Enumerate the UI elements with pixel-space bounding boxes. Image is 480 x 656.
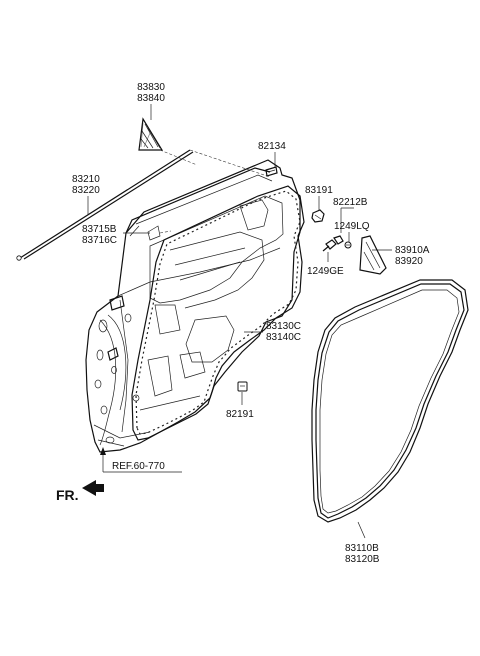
delta-garnish-part [138,117,164,151]
label-83140C[interactable]: 83140C [266,332,301,343]
label-83220[interactable]: 83220 [72,185,100,196]
leader-83110B [357,521,366,539]
label-83210[interactable]: 83210 [72,174,100,185]
label-83715B[interactable]: 83715B [82,224,117,235]
dash-line [159,149,198,166]
label-ref[interactable]: REF.60-770 [112,461,165,472]
label-83910A[interactable]: 83910A [395,245,430,256]
front-arrow-icon [82,480,104,496]
bolt-1249GE-part [322,239,337,252]
fastener-83191-part [311,209,325,223]
label-1249LQ[interactable]: 1249LQ [334,221,370,232]
clip-82191-part [237,381,248,392]
door-side-weatherstrip-part [131,185,305,441]
label-front: FR. [56,487,79,503]
clip-82212B-part [333,235,344,245]
ref-pointer [100,447,182,473]
label-83110B[interactable]: 83110B [345,543,379,554]
dash-line [159,230,172,234]
label-83830[interactable]: 83830 [137,82,165,93]
frame-cover-part [359,235,387,275]
label-83716C[interactable]: 83716C [82,235,117,246]
label-83130C[interactable]: 83130C [266,321,301,332]
label-83840[interactable]: 83840 [137,93,165,104]
door-inner-panel-part [85,159,301,453]
label-82212B[interactable]: 82212B [333,197,368,208]
label-83191[interactable]: 83191 [305,185,333,196]
label-82134[interactable]: 82134 [258,141,286,152]
label-82191[interactable]: 82191 [226,409,254,420]
leader-82212B [340,207,354,233]
label-83120B[interactable]: 83120B [345,554,380,565]
label-1249GE[interactable]: 1249GE [307,266,344,277]
screw-1249LQ-part [344,241,352,249]
label-83920[interactable]: 83920 [395,256,423,267]
dash-line [189,149,271,178]
belt-moulding-part [16,149,194,261]
body-side-weatherstrip-part [311,279,469,523]
